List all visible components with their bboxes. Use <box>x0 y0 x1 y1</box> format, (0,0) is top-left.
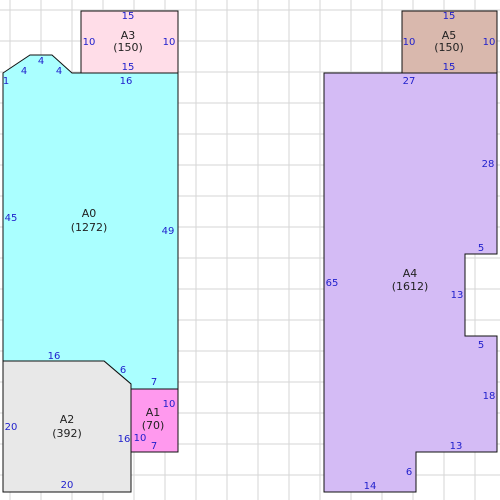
room-a1-area: (70) <box>142 419 165 432</box>
room-a1-dim-right: 10 <box>163 399 176 410</box>
room-a4-area: (1612) <box>392 280 429 293</box>
room-a2-name: A2 <box>60 413 75 426</box>
room-a1-dim-top: 10 <box>134 433 147 444</box>
room-a1-dim-left: 16 <box>118 434 131 445</box>
room-a4-dim-step: 6 <box>406 467 412 478</box>
room-a1-name: A1 <box>146 406 161 419</box>
room-a5-name: A5 <box>442 29 457 42</box>
room-a3: A3 (150) 15 15 10 10 <box>80 10 179 74</box>
room-a3-dim-top: 15 <box>122 11 135 22</box>
room-a5: A5 (150) 15 15 10 10 <box>401 10 498 74</box>
room-a4-shape <box>323 72 498 493</box>
room-a3-dim-left: 10 <box>83 37 96 48</box>
room-a0-dim-bottom: 16 <box>48 351 61 362</box>
room-a4-dim-top: 27 <box>403 76 416 87</box>
room-a0-dim-notch: 7 <box>151 377 157 388</box>
room-a3-area: (150) <box>113 41 143 54</box>
room-a4-dim-right-lower: 18 <box>483 391 496 402</box>
room-a0-dim-diag: 6 <box>120 365 126 376</box>
room-a4-dim-notch-side: 13 <box>451 290 464 301</box>
room-a5-dim-right: 10 <box>483 37 496 48</box>
room-a4-dim-right-upper: 28 <box>482 159 495 170</box>
room-a5-dim-top: 15 <box>443 11 456 22</box>
room-a5-dim-bottom: 15 <box>443 62 456 73</box>
room-a1: A1 (70) 16 10 10 7 <box>118 388 179 453</box>
room-a0: A0 (1272) 1 4 4 4 16 45 49 16 6 7 <box>2 54 179 390</box>
room-a4-dim-bottom: 14 <box>364 481 377 492</box>
room-a3-dim-bottom: 15 <box>122 62 135 73</box>
room-a5-dim-left: 10 <box>403 37 416 48</box>
room-a2-area: (392) <box>52 427 82 440</box>
room-a4-dim-notch-bottom: 5 <box>478 340 484 351</box>
room-a0-dim-right: 49 <box>162 226 175 237</box>
room-a2-dim-left: 20 <box>5 422 18 433</box>
room-a0-dim-step-b: 4 <box>21 66 27 77</box>
room-a4-name: A4 <box>403 267 418 280</box>
room-a0-dim-left: 45 <box>5 213 18 224</box>
room-a3-dim-right: 10 <box>163 37 176 48</box>
room-a0-name: A0 <box>82 207 97 220</box>
room-a2: A2 (392) 20 20 <box>2 360 132 493</box>
room-a0-dim-step-c: 4 <box>38 56 44 67</box>
room-a4-dim-left: 65 <box>326 278 339 289</box>
room-a1-dim-bottom: 7 <box>151 441 157 452</box>
room-a0-area: (1272) <box>71 221 108 234</box>
room-a4-dim-notch-top: 5 <box>478 243 484 254</box>
room-a2-dim-bottom: 20 <box>61 480 74 491</box>
room-a0-dim-step-a: 1 <box>3 76 9 87</box>
room-a1-shape <box>130 388 179 453</box>
room-a5-area: (150) <box>434 41 464 54</box>
room-a4: A4 (1612) 27 65 28 5 13 5 18 13 6 14 <box>323 72 498 493</box>
room-a0-dim-top-right: 16 <box>120 76 133 87</box>
room-a3-name: A3 <box>121 29 136 42</box>
room-a4-dim-inner-bottom: 13 <box>450 441 463 452</box>
room-a0-dim-step-d: 4 <box>56 66 62 77</box>
